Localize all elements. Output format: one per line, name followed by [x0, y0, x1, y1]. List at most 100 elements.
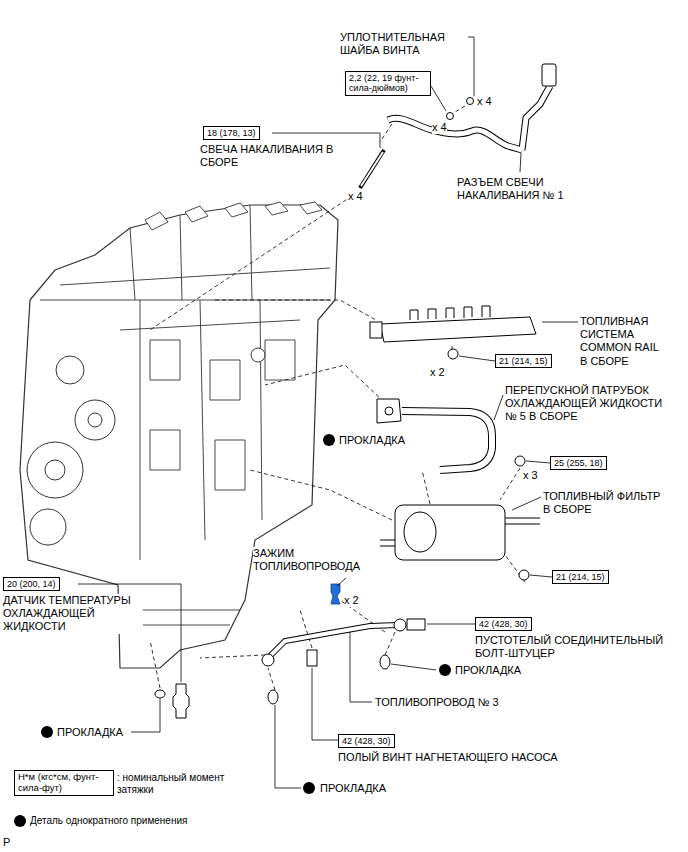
label-text: x 4 — [432, 121, 447, 133]
label-text: x 2 — [430, 366, 445, 378]
quantity-label: x 4 — [348, 190, 363, 203]
part-label: ПРОКЛАДКА — [57, 726, 123, 739]
label-text: ЗАЖИМ ТОПЛИВОПРОВОДА — [253, 547, 360, 572]
legend-entry: Деталь однократного применения — [30, 815, 187, 827]
part-label: ПРОКЛАДКА — [455, 664, 521, 677]
torque-box: 42 (428, 30) — [475, 617, 532, 631]
pressure-sensor — [370, 322, 382, 338]
sensor-port — [251, 348, 265, 362]
part-label: ЗАЖИМ ТОПЛИВОПРОВОДА — [253, 547, 371, 573]
part-label: РАЗЪЕМ СВЕЧИ НАКАЛИВАНИЯ № 1 — [457, 176, 607, 202]
pulley — [27, 442, 83, 498]
bolt — [519, 570, 529, 580]
part-label: ПРОКЛАДКА — [320, 782, 386, 795]
torque-value: 2,2 (22, 19 фунт-сила-дюймов) — [349, 73, 427, 94]
torque-box: 25 (255, 18) — [550, 456, 607, 470]
legend-text: : номинальный момент затяжки — [117, 772, 224, 795]
fuel-filter — [395, 505, 505, 560]
quantity-label: x 3 — [523, 469, 538, 482]
part-label: ПРОКЛАДКА — [339, 434, 405, 447]
bypass-pipe — [402, 411, 492, 470]
label-text: ТОПЛИВНАЯ СИСТЕМА COMMON RAIL В СБОРЕ — [580, 315, 658, 367]
single-use-dot — [14, 815, 26, 827]
leader-line — [78, 37, 578, 788]
bolt — [448, 349, 458, 359]
label-text: ПРОКЛАДКА — [455, 664, 521, 676]
torque-value: 25 (255, 18) — [554, 458, 603, 468]
single-use-dot — [41, 726, 53, 738]
torque-value: 42 (428, 30) — [479, 619, 528, 629]
legend-text: Деталь однократного применения — [30, 815, 187, 826]
temperature-sensor — [173, 684, 189, 718]
torque-value: 18 (178, 13) — [207, 128, 256, 138]
label-text: ПУСТОТЕЛЫЙ СОЕДИНИТЕЛЬНЫЙ БОЛТ-ШТУЦЕР — [475, 634, 663, 659]
torque-box: 20 (200, 14) — [3, 577, 60, 591]
torque-box: 42 (428, 30) — [338, 734, 395, 748]
pulley — [75, 400, 115, 440]
torque-box: 21 (214, 15) — [495, 354, 552, 368]
label-text: P — [3, 836, 10, 848]
washer — [467, 98, 474, 105]
connector — [542, 64, 556, 86]
label-text: x 3 — [523, 469, 538, 481]
part-label: ПУСТОТЕЛЫЙ СОЕДИНИТЕЛЬНЫЙ БОЛТ-ШТУЦЕР — [475, 634, 675, 660]
single-use-dot — [303, 782, 315, 794]
label-text: x 2 — [344, 594, 359, 606]
gasket — [377, 399, 401, 423]
label-text: РАЗЪЕМ СВЕЧИ НАКАЛИВАНИЯ № 1 — [457, 176, 564, 201]
pipe-union — [394, 619, 406, 631]
hollow-screw — [307, 650, 317, 666]
legend-entry: : номинальный момент затяжки — [117, 772, 237, 796]
bypass-pipe — [402, 411, 492, 470]
glow-plug — [361, 152, 383, 186]
quantity-label: x 2 — [344, 594, 359, 607]
part-label: ТОПЛИВОПРОВОД № 3 — [375, 696, 499, 709]
part-label: СВЕЧА НАКАЛИВАНИЯ В СБОРЕ — [200, 143, 335, 169]
single-use-dot — [323, 434, 335, 446]
glow-plug — [360, 150, 384, 188]
common-rail — [380, 306, 536, 342]
label-text: ПРОКЛАДКА — [57, 726, 123, 738]
hollow-bolt — [407, 619, 425, 630]
quantity-label: x 4 — [477, 95, 492, 108]
label-text: ПРОКЛАДКА — [339, 434, 405, 446]
washer — [447, 113, 454, 120]
page-marker: P — [3, 836, 10, 849]
cylinder-head-bosses — [145, 202, 322, 230]
torque-value: 21 (214, 15) — [499, 356, 548, 366]
legend-sample-box: Н*м (кгс*см, фунт-сила-фут) — [14, 770, 114, 796]
torque-box: 18 (178, 13) — [203, 126, 260, 140]
fuel-filter-cap — [404, 512, 436, 552]
label-text: ПОЛЫЙ ВИНТ НАГНЕТАЮЩЕГО НАСОСА — [338, 751, 557, 763]
label-text: ТОПЛИВОПРОВОД № 3 — [375, 696, 499, 708]
label-text: x 4 — [348, 190, 363, 202]
torque-box: 2,2 (22, 19 фунт-сила-дюймов) — [345, 71, 431, 96]
torque-value: 21 (214, 15) — [556, 572, 605, 582]
pipe-union — [262, 654, 274, 666]
part-label: УПЛОТНИТЕЛЬНАЯ ШАЙБА ВИНТА — [340, 31, 465, 57]
quantity-label: x 2 — [430, 366, 445, 379]
quantity-label: x 4 — [432, 121, 447, 134]
label-text: СВЕЧА НАКАЛИВАНИЯ В СБОРЕ — [200, 143, 333, 168]
bolt — [515, 456, 525, 466]
single-use-dot — [439, 664, 451, 676]
fuel-pipe — [268, 625, 398, 658]
gasket — [155, 690, 165, 698]
part-label: ТОПЛИВНАЯ СИСТЕМА COMMON RAIL В СБОРЕ — [580, 315, 668, 368]
pulley-hub — [88, 413, 102, 427]
torque-value: 42 (428, 30) — [342, 736, 391, 746]
part-label: ПЕРЕПУСКНОЙ ПАТРУБОК ОХЛАЖДАЮЩЕЙ ЖИДКОСТ… — [505, 384, 670, 424]
part-label: ТОПЛИВНЫЙ ФИЛЬТР В СБОРЕ — [543, 490, 668, 516]
torque-box: 21 (214, 15) — [552, 570, 609, 584]
label-text: ДАТЧИК ТЕМПЕРАТУРЫ ОХЛАЖДАЮЩЕЙ ЖИДКОСТИ — [3, 594, 131, 632]
torque-value: Н*м (кгс*см, фунт-сила-фут) — [18, 772, 110, 794]
fuel-pipe — [268, 625, 398, 658]
gasket — [268, 690, 278, 704]
label-text: ТОПЛИВНЫЙ ФИЛЬТР В СБОРЕ — [543, 490, 660, 515]
pulley — [30, 509, 66, 545]
fuel-filter-outlet — [380, 518, 540, 546]
part-label: ДАТЧИК ТЕМПЕРАТУРЫ ОХЛАЖДАЮЩЕЙ ЖИДКОСТИ — [3, 594, 143, 634]
pulley-hub — [45, 460, 65, 480]
